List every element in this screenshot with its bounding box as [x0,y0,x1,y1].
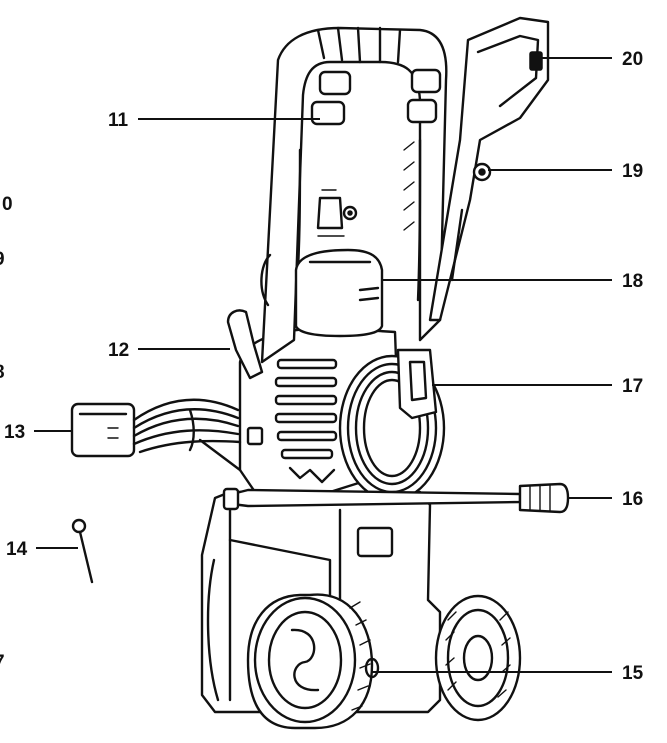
vent-slots [274,358,338,460]
callout-18: 18 [622,271,643,292]
pressure-washer-illustration [70,16,570,730]
upper-hose-hooks [310,68,442,126]
callout-20: 20 [622,49,643,70]
front-wheel [246,593,380,730]
callout-15: 15 [622,663,644,684]
callout-13: 13 [4,422,25,443]
inlet-valve [316,189,358,237]
leader-lines [34,57,612,673]
edge-fragment-1: 0 [2,194,13,215]
callout-19: 19 [622,161,643,182]
callout-16: 16 [622,489,643,510]
edge-fragment-3: 8 [0,362,5,383]
power-cord [70,398,264,472]
rear-wheel [434,594,522,722]
cleaning-pin [71,518,94,584]
callout-17: 17 [622,376,643,397]
edge-fragment-4: 7 [0,652,5,673]
callout-labels: 11 12 13 14 15 16 17 18 19 20 [4,49,644,684]
nozzle-extension [222,482,570,514]
callout-14: 14 [6,539,28,560]
edge-fragment-2: 9 [0,249,5,270]
edge-fragments: 0 9 8 7 [0,194,13,673]
callout-11: 11 [108,110,129,131]
spray-lance [428,16,550,322]
callout-12: 12 [108,340,129,361]
